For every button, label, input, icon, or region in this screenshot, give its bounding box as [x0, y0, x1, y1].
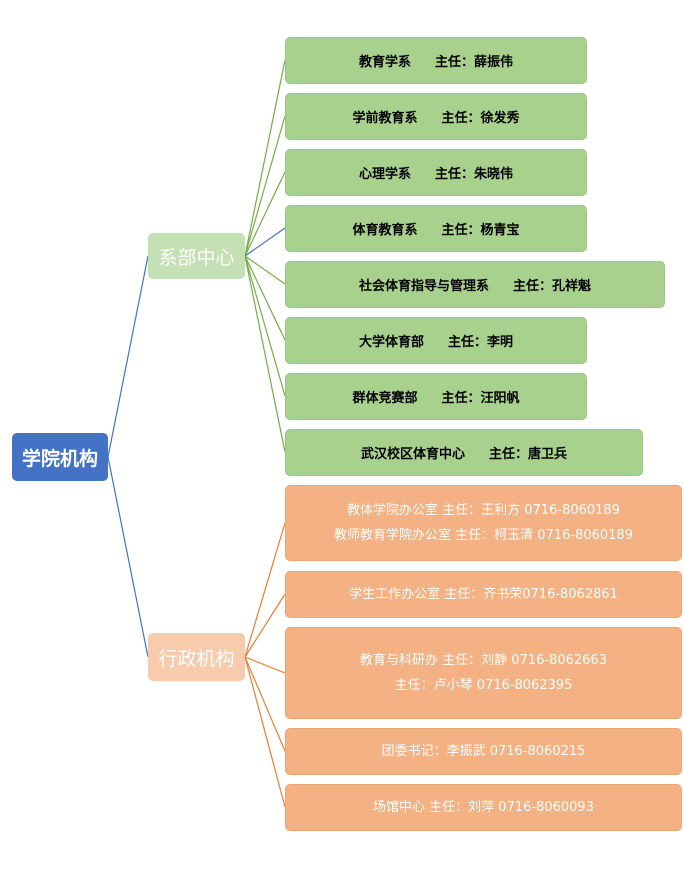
dept-name: 教育学系 [358, 55, 411, 70]
dept-node-1: 教育学系 主任：薛振伟 [285, 37, 587, 84]
dept-node-8: 武汉校区体育中心 主任：唐卫兵 [285, 429, 643, 476]
admin-line: 教体学院办公室 主任：王利方 0716-8060189 [347, 503, 620, 518]
dept-head: 主任：朱晓伟 [435, 167, 514, 182]
admin-line: 教育与科研办 主任：刘静 0716-8062663 [360, 653, 607, 668]
admin-line: 教师教育学院办公室 主任：柯玉清 0716-8060189 [334, 528, 633, 543]
admin-node-3: 教育与科研办 主任：刘静 0716-8062663 主任：卢小琴 0716-80… [285, 627, 682, 719]
dept-node-5: 社会体育指导与管理系 主任：孔祥魁 [285, 261, 665, 308]
admin-node-1: 教体学院办公室 主任：王利方 0716-8060189 教师教育学院办公室 主任… [285, 485, 682, 561]
dept-head: 主任：孔祥魁 [513, 279, 592, 294]
admin-line: 场馆中心 主任：刘萍 0716-8060093 [373, 800, 594, 815]
dept-node-7: 群体竞赛部 主任：汪阳帆 [285, 373, 587, 420]
connector-dept-5 [244, 255, 286, 285]
admin-node-2: 学生工作办公室 主任：齐书荣0716-8062861 [285, 571, 682, 618]
connector-admin-5 [244, 656, 286, 808]
connector-dept-8 [244, 255, 286, 453]
dept-node-6: 大学体育部 主任：李明 [285, 317, 587, 364]
connector-dept-4 [244, 227, 286, 257]
admin-line: 团委书记：李振武 0716-8060215 [381, 744, 586, 759]
dept-head: 主任：徐发秀 [441, 111, 520, 126]
admin-line: 主任：卢小琴 0716-8062395 [394, 678, 573, 693]
root-label: 学院机构 [21, 447, 98, 470]
departments-label: 系部中心 [158, 246, 235, 269]
dept-head: 主任：杨青宝 [441, 223, 520, 238]
administration-node: 行政机构 [148, 633, 245, 681]
dept-head: 主任：汪阳帆 [441, 391, 520, 406]
connector-dept-7 [244, 255, 286, 397]
connector-root-administration [107, 456, 149, 658]
connector-dept-1 [244, 59, 286, 257]
connector-admin-1 [244, 522, 286, 658]
dept-name: 武汉校区体育中心 [360, 447, 465, 462]
dept-name: 群体竞赛部 [352, 391, 418, 406]
dept-head: 主任：薛振伟 [435, 55, 514, 70]
dept-name: 体育教育系 [352, 223, 418, 238]
connector-root-departments [107, 255, 149, 458]
dept-node-2: 学前教育系 主任：徐发秀 [285, 93, 587, 140]
dept-name: 大学体育部 [358, 335, 424, 350]
connector-admin-2 [244, 593, 286, 658]
admin-line: 学生工作办公室 主任：齐书荣0716-8062861 [349, 587, 618, 602]
departments-node: 系部中心 [148, 233, 245, 279]
dept-name: 心理学系 [358, 167, 411, 182]
dept-name: 社会体育指导与管理系 [358, 279, 489, 294]
connector-dept-2 [244, 115, 286, 257]
admin-node-4: 团委书记：李振武 0716-8060215 [285, 728, 682, 775]
dept-node-4: 体育教育系 主任：杨青宝 [285, 205, 587, 252]
connector-admin-4 [244, 656, 286, 752]
connector-admin-3 [244, 656, 286, 674]
dept-name: 学前教育系 [352, 111, 418, 126]
admin-node-5: 场馆中心 主任：刘萍 0716-8060093 [285, 784, 682, 831]
root-node: 学院机构 [12, 433, 108, 481]
dept-head: 主任：李明 [448, 335, 514, 350]
connector-dept-6 [244, 255, 286, 341]
administration-label: 行政机构 [158, 647, 235, 670]
connector-dept-3 [244, 171, 286, 257]
dept-node-3: 心理学系 主任：朱晓伟 [285, 149, 587, 196]
dept-head: 主任：唐卫兵 [489, 447, 568, 462]
